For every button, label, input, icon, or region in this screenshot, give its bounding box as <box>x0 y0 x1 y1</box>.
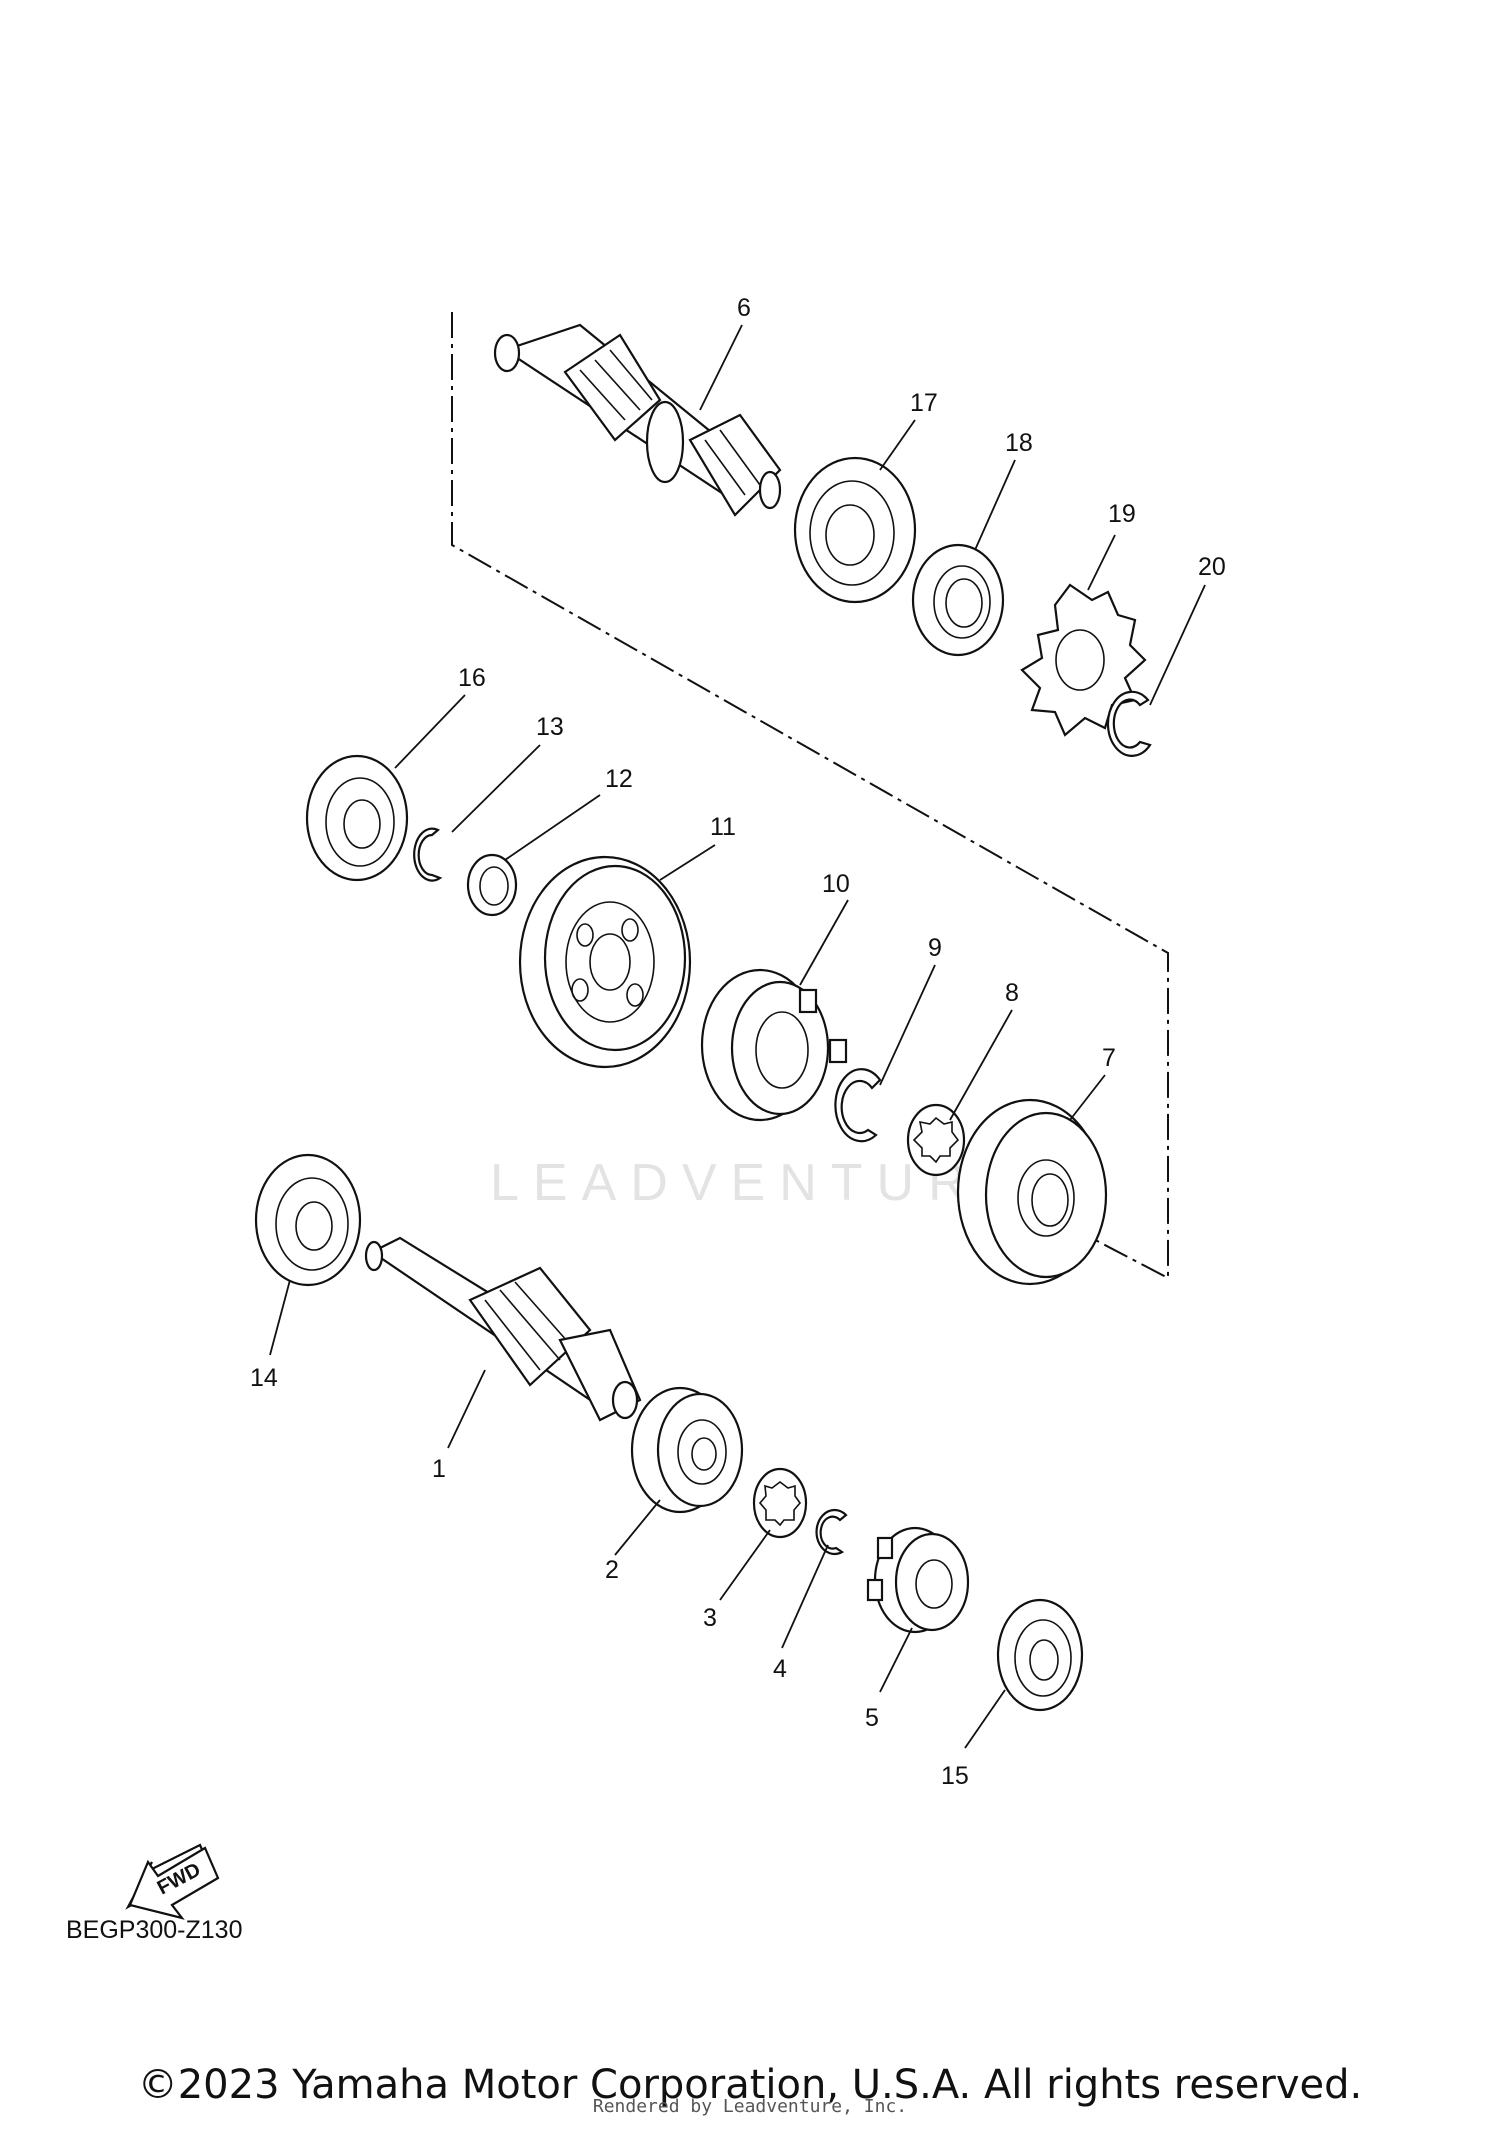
callout-13: 13 <box>536 713 564 741</box>
callout-6: 6 <box>737 294 751 322</box>
part-20-circlip[interactable] <box>1106 690 1152 757</box>
callout-5: 5 <box>865 1704 879 1732</box>
part-9-circlip[interactable] <box>834 1068 882 1143</box>
part-14-bearing[interactable] <box>254 1153 362 1287</box>
callout-17: 17 <box>910 389 938 417</box>
callout-15: 15 <box>941 1762 969 1790</box>
diagram-code: BEGP300-Z130 <box>66 1916 243 1944</box>
callout-3: 3 <box>703 1604 717 1632</box>
rendered-by-notice: Rendered by Leadventure, Inc. <box>592 2096 908 2117</box>
part-15-bearing[interactable] <box>996 1598 1084 1712</box>
part-18-oil-seal[interactable] <box>911 543 1005 657</box>
leader-lines <box>269 324 1206 1749</box>
part-5-gear[interactable] <box>866 1526 970 1634</box>
part-3-splined-washer[interactable] <box>752 1467 808 1539</box>
fwd-arrow-icon: FWD <box>125 1843 220 1920</box>
part-7-gear[interactable] <box>956 1098 1108 1286</box>
callout-12: 12 <box>605 765 633 793</box>
callout-2: 2 <box>605 1556 619 1584</box>
callout-7: 7 <box>1102 1044 1116 1072</box>
callout-16: 16 <box>458 664 486 692</box>
callout-8: 8 <box>1005 979 1019 1007</box>
callout-18: 18 <box>1005 429 1033 457</box>
callout-1: 1 <box>432 1455 446 1483</box>
copyright-notice: ©2023 Yamaha Motor Corporation, U.S.A. A… <box>137 2062 1363 2108</box>
assembly-boundary <box>451 312 1169 1280</box>
part-16-bearing[interactable] <box>305 754 409 882</box>
part-19-drive-sprocket[interactable] <box>1020 583 1147 737</box>
part-8-splined-washer[interactable] <box>906 1103 966 1177</box>
part-1-main-axle[interactable] <box>364 1236 642 1422</box>
callout-4: 4 <box>773 1655 787 1683</box>
part-12-washer[interactable] <box>466 853 518 917</box>
part-13-circlip[interactable] <box>413 827 443 882</box>
part-11-gear[interactable] <box>518 855 692 1069</box>
part-10-gear[interactable] <box>700 968 848 1122</box>
callout-labels: 6 17 18 19 20 16 13 12 11 10 9 8 7 14 1 … <box>250 294 1226 1790</box>
callout-14: 14 <box>250 1364 278 1392</box>
callout-10: 10 <box>822 870 850 898</box>
callout-11: 11 <box>710 813 736 841</box>
part-4-circlip[interactable] <box>815 1508 848 1556</box>
callout-20: 20 <box>1198 553 1226 581</box>
part-2-gear[interactable] <box>630 1386 744 1514</box>
callout-9: 9 <box>928 934 942 962</box>
part-6-drive-axle[interactable] <box>493 323 782 517</box>
part-17-bearing[interactable] <box>793 456 917 604</box>
callout-19: 19 <box>1108 500 1136 528</box>
